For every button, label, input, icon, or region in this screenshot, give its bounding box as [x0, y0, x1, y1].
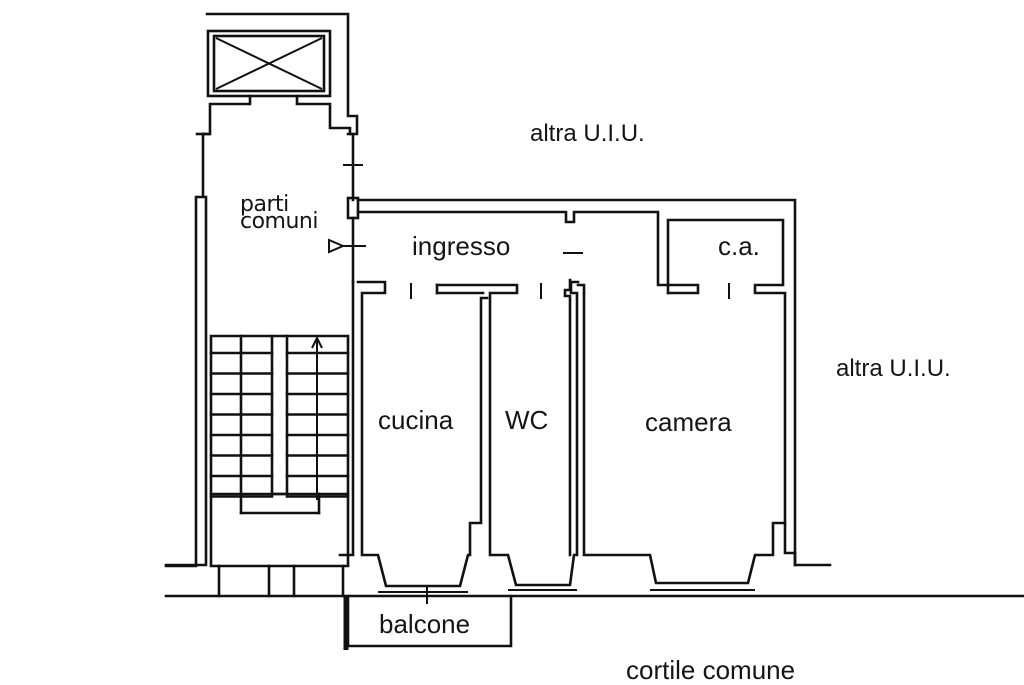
balcony: [346, 586, 513, 648]
elevator-shaft: [202, 12, 359, 136]
label-ca: c.a.: [718, 231, 760, 261]
label-balcone: balcone: [379, 609, 471, 639]
label-ingresso: ingresso: [412, 231, 511, 261]
label-altra-uiu-right: altra U.I.U.: [836, 355, 951, 382]
label-cucina: cucina: [378, 405, 454, 435]
label-altra-uiu-top: altra U.I.U.: [530, 120, 645, 147]
triangle-entrance-icon: [328, 238, 346, 254]
label-wc: WC: [505, 405, 549, 435]
label-parti-comuni: parti comuni: [240, 192, 319, 234]
up-arrow-icon: [311, 335, 323, 500]
label-camera: camera: [645, 407, 732, 437]
label-parti: parti: [240, 192, 289, 217]
apartment-walls: [338, 196, 832, 593]
common-area-walls: [164, 132, 366, 568]
landing-walls: [209, 334, 350, 650]
elevator-shaft-icon: [215, 37, 323, 90]
label-comuni: comuni: [240, 209, 319, 234]
label-cortile-comune: cortile comune: [626, 655, 796, 685]
staircase: [209, 334, 350, 515]
